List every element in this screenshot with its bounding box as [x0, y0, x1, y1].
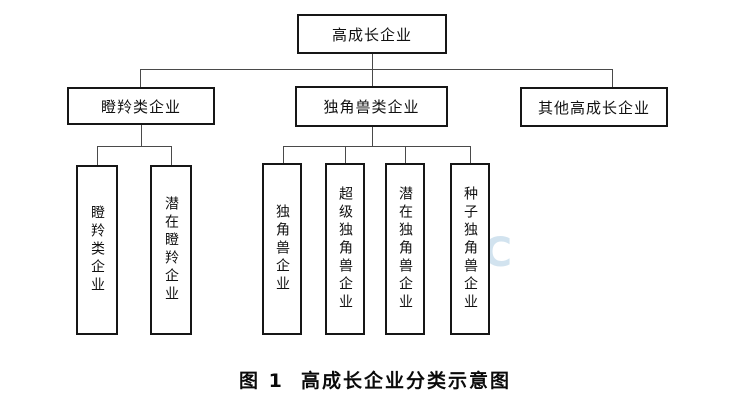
connector-drop-leaf-2: [171, 146, 172, 165]
node-unicorn-category: 独角兽类企业: [295, 86, 448, 127]
connector-drop-leaf-5: [405, 146, 406, 163]
connector-drop-leaf-1: [97, 146, 98, 165]
connector-drop-gazelle: [140, 69, 141, 87]
connector-drop-leaf-3: [283, 146, 284, 163]
node-leaf-potential-gazelle: 潜在瞪羚企业: [150, 165, 192, 335]
connector-drop-unicorn: [372, 69, 373, 86]
connector-gazelle-rail: [97, 146, 172, 147]
node-other-category-label: 其他高成长企业: [537, 98, 650, 117]
node-leaf-seed-unicorn: 种子独角兽企业: [450, 163, 490, 335]
connector-drop-leaf-6: [470, 146, 471, 163]
node-leaf-gazelle-label: 瞪羚类企业: [89, 205, 105, 295]
node-leaf-seed-unicorn-label: 种子独角兽企业: [462, 186, 478, 312]
node-root-label: 高成长企业: [331, 25, 412, 44]
node-root: 高成长企业: [297, 14, 447, 54]
connector-level2-rail: [140, 69, 613, 70]
figure-caption: 图 1 高成长企业分类示意图: [238, 370, 512, 392]
node-leaf-super-unicorn: 超级独角兽企业: [325, 163, 365, 335]
connector-gazelle-stem: [141, 125, 142, 146]
connector-drop-leaf-4: [345, 146, 346, 163]
node-leaf-gazelle: 瞪羚类企业: [76, 165, 118, 335]
connector-unicorn-rail: [283, 146, 471, 147]
node-leaf-unicorn: 独角兽企业: [262, 163, 302, 335]
node-leaf-super-unicorn-label: 超级独角兽企业: [337, 186, 353, 312]
node-leaf-potential-unicorn-label: 潜在独角兽企业: [397, 186, 413, 312]
node-leaf-potential-unicorn: 潜在独角兽企业: [385, 163, 425, 335]
connector-unicorn-stem: [372, 127, 373, 146]
node-gazelle-category: 瞪羚类企业: [67, 87, 215, 125]
connector-drop-other: [612, 69, 613, 87]
node-gazelle-category-label: 瞪羚类企业: [100, 97, 181, 116]
node-leaf-potential-gazelle-label: 潜在瞪羚企业: [163, 196, 179, 304]
node-unicorn-category-label: 独角兽类企业: [323, 98, 420, 116]
node-leaf-unicorn-label: 独角兽企业: [274, 204, 290, 294]
node-other-category: 其他高成长企业: [520, 87, 668, 127]
connector-root-stem: [372, 54, 373, 69]
